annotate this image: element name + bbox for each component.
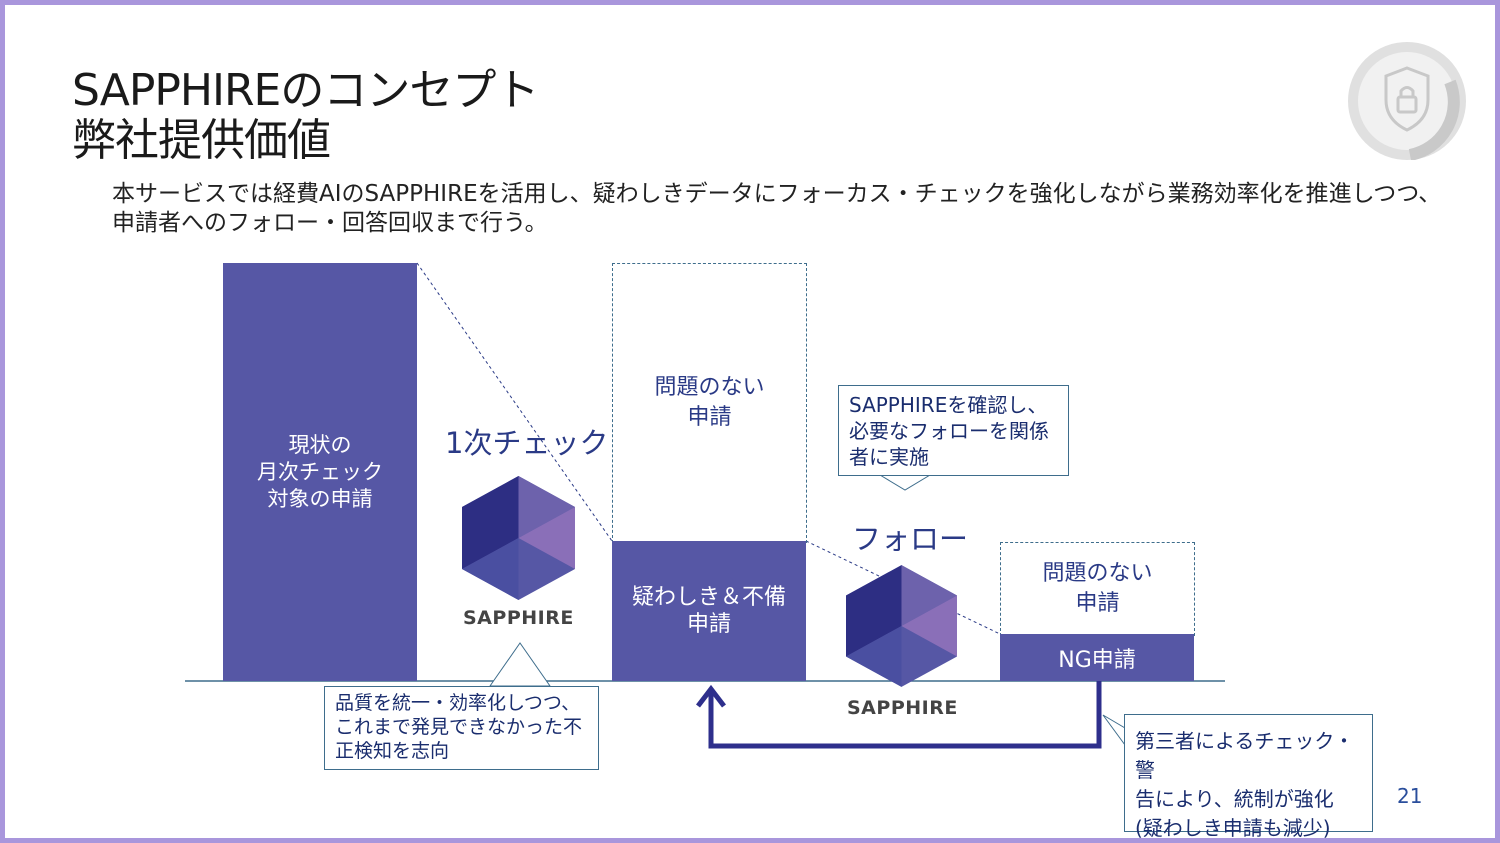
box-no-issue-2: 問題のない 申請 (1000, 542, 1195, 636)
bar-current-line-3: 対象の申請 (267, 486, 373, 511)
callout-quality-line-3: 正検知を志向 (335, 740, 450, 762)
bar-suspicious-line-2: 申請 (686, 612, 731, 637)
bar-suspicious-applications: 疑わしき＆不備 申請 (612, 541, 806, 681)
box-no-issue-1-line-1: 問題のない (654, 375, 765, 400)
up-arrow-icon (708, 681, 1102, 749)
logo-sapphire-1: SAPPHIRE (463, 607, 574, 629)
label-follow: フォロー (852, 522, 969, 556)
box-no-issue-2-line-2: 申請 (1075, 591, 1120, 616)
callout-third-party-line-2: 告により、統制が強化 (1135, 787, 1334, 811)
page-number: 21 (1397, 784, 1423, 808)
bar-ng-applications: NG申請 (1000, 634, 1194, 681)
connector-line-1 (416, 262, 613, 542)
bar-current-applications: 現状の 月次チェック 対象の申請 (223, 263, 417, 681)
hexagon-cube-icon (462, 476, 575, 600)
bar-current-line-1: 現状の (288, 432, 352, 457)
callout-confirm-line-3: 者に実施 (849, 445, 929, 469)
label-first-check: 1次チェック (445, 426, 609, 460)
callout-confirm-line-1: SAPPHIREを確認し、 (849, 393, 1048, 417)
callout-third-party-line-3: (疑わしき申請も減少) (1135, 816, 1331, 840)
callout-quality: 品質を統一・効率化しつつ、 これまで発見できなかった不 正検知を志向 (324, 686, 599, 770)
box-no-issue-1: 問題のない 申請 (612, 263, 807, 543)
logo-sapphire-2: SAPPHIRE (847, 697, 958, 719)
callout-quality-line-2: これまで発見できなかった不 (335, 716, 583, 738)
bar-suspicious-line-1: 疑わしき＆不備 (631, 585, 786, 610)
callout-third-party-line-1: 第三者によるチェック・警 (1135, 729, 1354, 782)
box-no-issue-2-line-1: 問題のない (1042, 561, 1153, 586)
callout-confirm: SAPPHIREを確認し、 必要なフォローを関係 者に実施 (838, 385, 1069, 476)
callout-confirm-line-2: 必要なフォローを関係 (849, 419, 1049, 443)
title-line-2: 弊社提供価値 (72, 115, 331, 166)
slide-title: SAPPHIREのコンセプト 弊社提供価値 (72, 65, 539, 166)
hexagon-cube-icon (846, 565, 957, 687)
shield-lock-icon (1348, 42, 1466, 160)
box-no-issue-1-line-2: 申請 (687, 405, 732, 430)
slide-description: 本サービスでは経費AIのSAPPHIREを活用し、疑わしきデータにフォーカス・チ… (112, 181, 1442, 236)
title-line-1: SAPPHIREのコンセプト (72, 65, 539, 116)
bar-current-line-2: 月次チェック (257, 459, 383, 484)
callout-third-party: 第三者によるチェック・警 告により、統制が強化 (疑わしき申請も減少) (1124, 714, 1373, 840)
callout-quality-line-1: 品質を統一・効率化しつつ、 (335, 692, 581, 714)
